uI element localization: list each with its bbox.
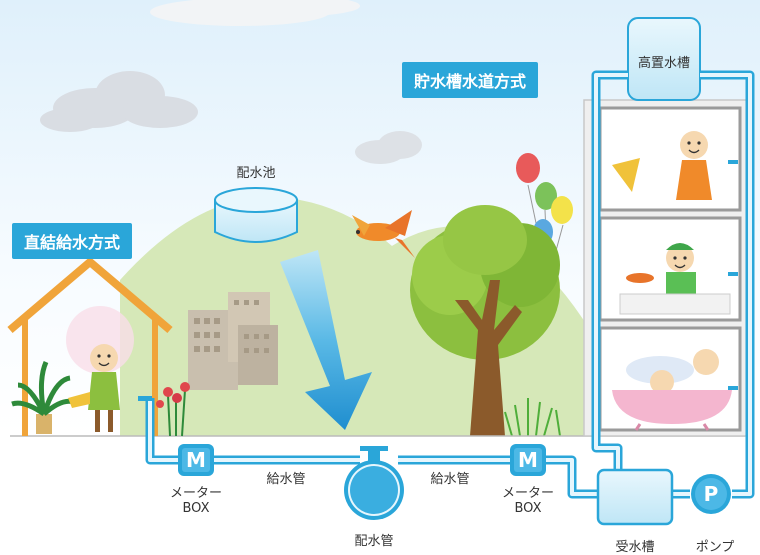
pump-symbol: P (703, 482, 719, 506)
grass (504, 398, 561, 437)
room3-bath (612, 349, 732, 431)
receiving-tank (596, 468, 674, 526)
receiving-tank-label: 受水槽 (615, 540, 655, 555)
room2-person (619, 243, 731, 315)
building-faucets (728, 160, 738, 390)
flowers (156, 382, 190, 437)
meter-box-right-caption: メーター BOX (502, 486, 554, 516)
elevated-tank-label: 高置水槽 (637, 56, 691, 71)
meter-symbol-left: M (186, 448, 206, 472)
pump-label: ポンプ (695, 540, 735, 555)
meter-box-left-line1: メーター (169, 486, 223, 501)
elevated-tank (627, 17, 701, 101)
house-person (68, 344, 120, 432)
distribution-pipe (344, 446, 404, 520)
reservoir-label: 配水池 (236, 166, 276, 181)
distribution-pipe-label: 配水管 (354, 534, 394, 549)
direct-system-label: 直結給水方式 (12, 223, 133, 259)
cloud-top (150, 0, 360, 26)
meter-symbol-right: M (518, 448, 538, 472)
tree (410, 205, 560, 436)
bird (352, 210, 415, 258)
supply-pipe-left-label: 給水管 (266, 472, 306, 487)
meter-box-left-line2: BOX (182, 501, 210, 516)
house-faucet (138, 396, 152, 401)
office-buildings (188, 292, 278, 390)
meter-box-left (178, 444, 214, 476)
meter-box-right-line2: BOX (514, 501, 542, 516)
house-plant (11, 360, 75, 434)
cloud-left (40, 71, 198, 132)
pipe-network (145, 70, 755, 499)
pump (691, 474, 731, 514)
cloud-middle (355, 131, 422, 164)
meter-box-right-line1: メーター (501, 486, 555, 501)
flow-arrow (280, 250, 372, 430)
reservoir-tank (214, 187, 298, 243)
meter-box-left-caption: メーター BOX (170, 486, 222, 516)
meter-box-right (510, 444, 546, 476)
room1-person (612, 131, 712, 200)
supply-pipe-right-label: 給水管 (430, 472, 470, 487)
tank-system-label: 貯水槽水道方式 (402, 62, 539, 98)
